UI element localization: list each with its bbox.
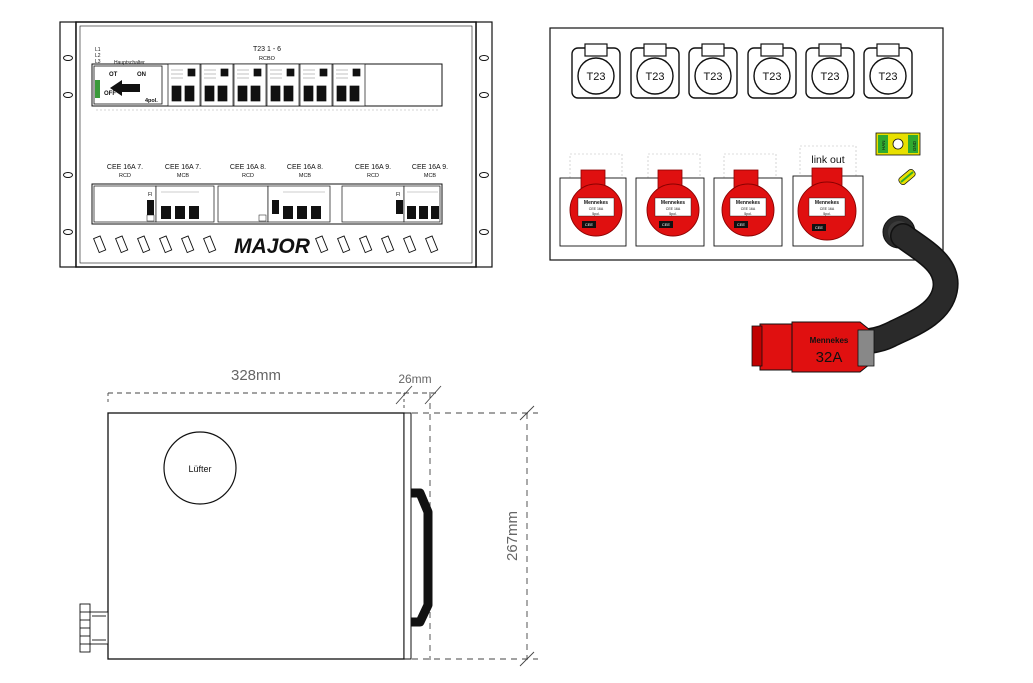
rcbo-breakers[interactable] — [167, 63, 366, 107]
ground-terminal[interactable]: HAN GND — [875, 132, 921, 156]
top-sub: RCBO — [259, 56, 276, 62]
lower-group-sub-4: MCB — [299, 173, 312, 179]
brand-logo: MAJOR — [234, 235, 311, 258]
rcd-fi-label-9: FI — [396, 192, 400, 198]
switch-arrow-icon — [110, 80, 140, 96]
socket-label-2: T23 — [646, 71, 665, 83]
main-switch-off: OFF — [104, 91, 116, 97]
cee-pins-2: 5pol. — [669, 212, 677, 216]
top-header: T23 1 - 6 — [253, 46, 281, 53]
lower-group-title-5: CEE 16A 9. — [355, 164, 391, 171]
rack-screw-holes — [63, 55, 489, 235]
cee-pins-4: 5pol. — [823, 212, 831, 216]
plug-rating: 32A — [816, 349, 843, 366]
ventilation-slots — [93, 235, 439, 254]
lower-group-sub-5: RCD — [367, 173, 379, 179]
ground-label-gnd: GND — [912, 140, 917, 151]
cee-plug-32a: Mennekes 32A — [751, 321, 875, 373]
cee-brand-1: Mennekes — [584, 200, 608, 206]
cee-badge-4: CEE — [815, 225, 824, 230]
lower-group-sub-1: RCD — [119, 173, 131, 179]
cee-socket-link-out[interactable]: Mennekes CEE 16A 5pol. CEE — [792, 145, 864, 247]
cee-brand-4: Mennekes — [815, 200, 839, 206]
cee-brand-3: Mennekes — [736, 200, 760, 206]
main-switch-on: ON — [137, 72, 146, 78]
t23-socket-2[interactable]: T23 — [630, 43, 680, 99]
t23-socket-6[interactable]: T23 — [863, 43, 913, 99]
cee-socket-2[interactable]: Mennekes CEE 16A 5pol. CEE — [635, 153, 705, 247]
height-dimension: 267mm — [504, 511, 521, 561]
lower-group-sub-2: MCB — [177, 173, 190, 179]
t23-socket-5[interactable]: T23 — [805, 43, 855, 99]
rcd-mcb-unit-9[interactable]: FI — [341, 185, 441, 223]
ground-label-han: HAN — [881, 140, 886, 150]
cee-badge-1: CEE — [585, 222, 594, 227]
main-switch-poles: 4pol. — [145, 98, 158, 104]
link-out-label: link out — [811, 154, 844, 166]
cee-socket-1[interactable]: Mennekes CEE 16A 5pol. CEE — [559, 153, 627, 247]
t23-socket-1[interactable]: T23 — [571, 43, 621, 99]
cee-badge-3: CEE — [737, 222, 746, 227]
depth-dimension: 26mm — [398, 372, 431, 386]
lower-group-sub-3: RCD — [242, 173, 254, 179]
back-panel: T23 T23 T23 T23 T23 — [549, 27, 959, 355]
cee-socket-3[interactable]: Mennekes CEE 16A 5pol. CEE — [713, 153, 783, 247]
cee-pins-1: 5pol. — [592, 212, 600, 216]
main-switch[interactable]: Hauptschalter OT ON OFF 4pol. — [93, 60, 163, 105]
socket-label-5: T23 — [821, 71, 840, 83]
socket-label-4: T23 — [763, 71, 782, 83]
cee-brand-2: Mennekes — [661, 200, 685, 206]
rcd-mcb-unit-7[interactable]: FI — [93, 185, 215, 223]
side-cable-gland-icon — [79, 603, 109, 653]
t23-socket-3[interactable]: T23 — [688, 43, 738, 99]
lower-group-title-3: CEE 16A 8. — [230, 164, 266, 171]
main-switch-title: Hauptschalter — [114, 60, 145, 66]
lower-group-title-4: CEE 16A 8. — [287, 164, 323, 171]
main-switch-ot: OT — [109, 72, 118, 78]
cee-rating-1: CEE 16A — [589, 207, 604, 211]
cee-rating-3: CEE 16A — [741, 207, 756, 211]
cee-rating-4: CEE 16A — [820, 207, 835, 211]
lower-group-sub-6: MCB — [424, 173, 437, 179]
width-dimension: 328mm — [231, 367, 281, 384]
socket-label-1: T23 — [587, 71, 606, 83]
phase-label-l3: L3 — [95, 59, 101, 65]
front-panel: L1 L2 L3 T23 1 - 6 RCBO Hauptschalter OT… — [59, 21, 493, 268]
side-view: 328mm 26mm 267mm Lüfter — [79, 367, 538, 667]
rcd-mcb-unit-8[interactable] — [217, 185, 331, 223]
phase-label-l1: L1 — [95, 47, 101, 53]
ground-clip-icon — [898, 169, 916, 185]
cee-pins-3: 5pol. — [744, 212, 752, 216]
lower-group-title-1: CEE 16A 7. — [107, 164, 143, 171]
rcd-fi-label-7: FI — [148, 192, 152, 198]
plug-brand: Mennekes — [810, 336, 849, 345]
lower-group-title-6: CEE 16A 9. — [412, 164, 448, 171]
handle — [411, 488, 433, 627]
t23-socket-4[interactable]: T23 — [747, 43, 797, 99]
fan-label: Lüfter — [188, 464, 211, 474]
socket-label-6: T23 — [879, 71, 898, 83]
cee-rating-2: CEE 16A — [666, 207, 681, 211]
socket-label-3: T23 — [704, 71, 723, 83]
lower-group-title-2: CEE 16A 7. — [165, 164, 201, 171]
phase-label-l2: L2 — [95, 53, 101, 59]
fan-icon — [163, 431, 237, 505]
cee-badge-2: CEE — [662, 222, 671, 227]
